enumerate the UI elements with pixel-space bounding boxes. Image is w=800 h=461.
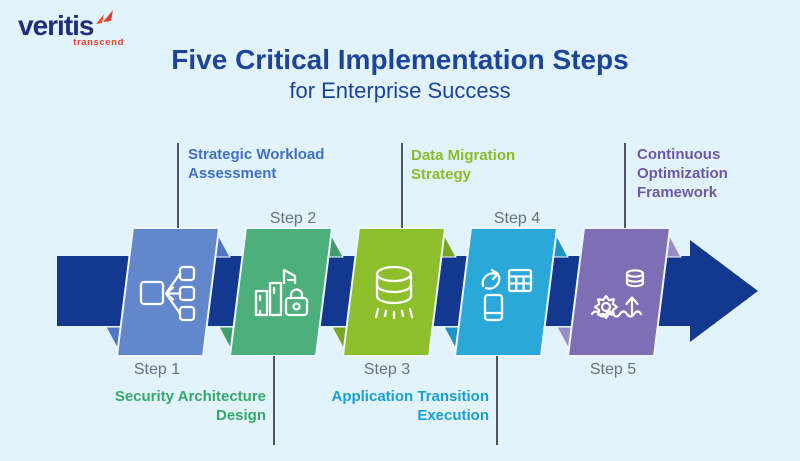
step-label-1: Strategic Workload Assessment <box>188 146 325 182</box>
title-line-1: Five Critical Implementation Steps <box>171 44 629 75</box>
connector-line-step4 <box>496 356 498 445</box>
title-line-2: for Enterprise Success <box>289 78 511 104</box>
brand-name: veritis <box>18 10 94 41</box>
step-ribbon-3 <box>331 227 457 357</box>
step-ribbon-2 <box>218 227 344 357</box>
app-transition-icon <box>481 268 533 322</box>
step-label-4: Application Transition Execution <box>331 388 489 424</box>
step-caption-1: Step 1 <box>133 361 181 378</box>
step-caption-2: Step 2 <box>269 210 317 227</box>
step-ribbon-1 <box>105 227 231 357</box>
step-ribbon-5 <box>556 227 682 357</box>
step-caption-3: Step 3 <box>363 361 411 378</box>
ribbon-face <box>454 227 558 357</box>
optimization-gear-icon <box>590 269 645 320</box>
page-title: Five Critical Implementation Steps for E… <box>0 44 800 105</box>
logo-swoosh-icon <box>95 10 113 24</box>
ribbon-face <box>567 227 671 357</box>
step-caption-5: Step 5 <box>589 361 637 378</box>
brand-tagline: transcend <box>73 37 124 48</box>
workload-distribution-icon <box>139 265 196 322</box>
step-caption-4: Step 4 <box>493 210 541 227</box>
database-migration-icon <box>374 265 414 320</box>
step-label-5: Continuous Optimization Framework <box>637 146 728 201</box>
step-label-3: Data Migration Strategy <box>411 147 516 183</box>
connector-line-step5 <box>624 143 626 228</box>
veritis-logo: veritis transcend <box>18 10 138 48</box>
secure-buildings-icon <box>254 268 309 317</box>
step-ribbon-4 <box>443 227 569 357</box>
connector-line-step2 <box>273 356 275 445</box>
connector-line-step3 <box>401 143 403 228</box>
step-label-2: Security Architecture Design <box>114 388 266 424</box>
connector-line-step1 <box>177 143 179 228</box>
